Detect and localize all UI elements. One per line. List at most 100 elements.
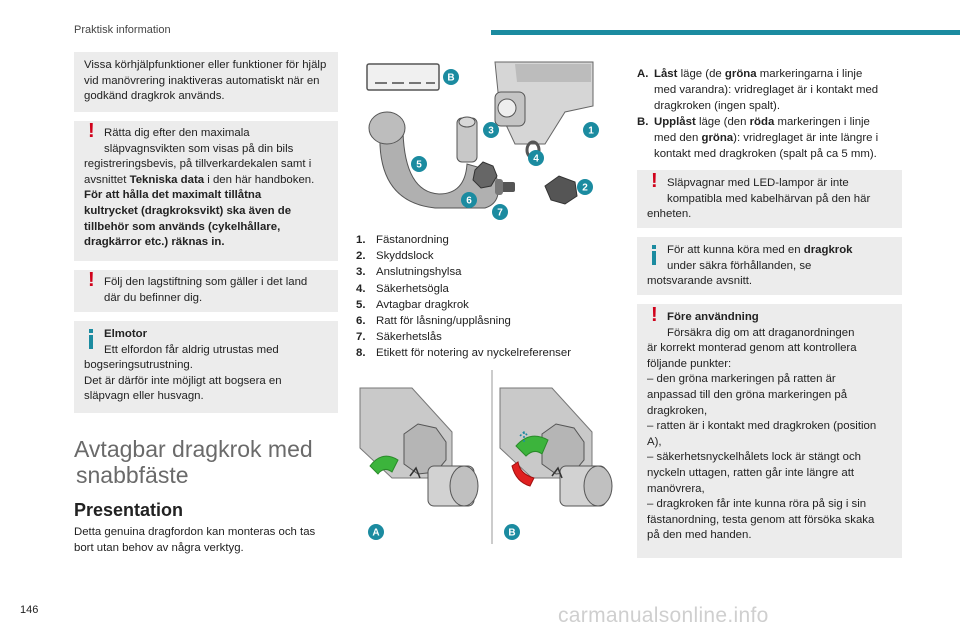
text-line: motsvarande avsnitt. bbox=[647, 275, 753, 288]
info-icon bbox=[652, 245, 656, 265]
svg-text:B: B bbox=[447, 73, 454, 84]
info-electric-motor: Elmotor Ett elfordon får aldrig utrustas… bbox=[74, 321, 338, 413]
note-driving-aids-text: Vissa körhjälpfunktioner eller funktione… bbox=[84, 59, 327, 103]
page-number: 146 bbox=[20, 604, 39, 616]
position-letter: B. bbox=[637, 116, 649, 128]
position-a: A. Låst läge (de gröna markeringarna i l… bbox=[637, 66, 902, 114]
towbar-exploded-diagram: 1 2 3 4 5 6 7 B bbox=[366, 61, 599, 220]
label-a: A bbox=[372, 528, 379, 539]
list-item: 5.Avtagbar dragkrok bbox=[356, 297, 606, 313]
item-label: Säkerhetsögla bbox=[376, 282, 449, 295]
watermark: carmanualsonline.info bbox=[558, 604, 769, 627]
text-line: kompatibla med kabelhärvan på den här bbox=[667, 192, 871, 205]
text-bold: För att hålla det maximalt tillåtna bbox=[84, 189, 262, 202]
warning-before-use: ! Före användning Försäkra dig om att dr… bbox=[637, 304, 902, 558]
text-line: Det är därför inte möjligt att bogsera e… bbox=[84, 374, 282, 387]
text-bold: Tekniska data bbox=[129, 173, 205, 186]
text-line: avsnittet Tekniska data i den här handbo… bbox=[84, 173, 328, 189]
item-number: 4. bbox=[356, 282, 366, 295]
subtitle-presentation: Presentation bbox=[74, 500, 184, 520]
text-bold: tillbehör som används (cykelhållare, bbox=[84, 220, 281, 233]
text-line: släpvagn eller husvagn. bbox=[84, 390, 204, 403]
text-span: ): vridreglaget är inte längre i bbox=[733, 132, 879, 144]
text-line: Rätta dig efter den maximala bbox=[104, 127, 250, 139]
text-line: där du befinner dig. bbox=[104, 291, 203, 304]
item-label: Säkerhetslås bbox=[376, 331, 442, 344]
list-item: 7. Säkerhetslås bbox=[356, 329, 606, 345]
text-bold: dragkärror etc.) räknas in. bbox=[84, 236, 225, 249]
tow-ball bbox=[368, 111, 406, 145]
position-letter: A. bbox=[637, 68, 649, 80]
warning-max-weight: ! Rätta dig efter den maximala släpvagns… bbox=[74, 121, 338, 261]
text-line: är korrekt monterad genom att kontroller… bbox=[647, 342, 857, 355]
text-line: på den med handen. bbox=[647, 529, 752, 542]
text-span: med den bbox=[654, 132, 702, 144]
callout-6: 6 bbox=[461, 192, 477, 208]
text-line: bogseringsutrustning. bbox=[84, 359, 193, 372]
text-bold: dragkrok bbox=[803, 244, 853, 256]
text-line: nyckeln uttagen, ratten går inte längre … bbox=[647, 466, 855, 479]
warning-icon: ! bbox=[88, 269, 95, 291]
text-bold: gröna bbox=[724, 68, 757, 80]
svg-text:2: 2 bbox=[582, 183, 588, 194]
callout-4: 4 bbox=[528, 150, 544, 166]
callout-B: B bbox=[443, 69, 459, 85]
green-marking bbox=[369, 455, 399, 475]
text-line: dragkroken (ingen spalt). bbox=[654, 100, 780, 112]
text-line: enheten. bbox=[647, 208, 692, 221]
svg-text:3: 3 bbox=[488, 126, 494, 137]
section-title-line: Avtagbar dragkrok med bbox=[74, 436, 313, 462]
text-span: i den här handboken. bbox=[204, 173, 315, 186]
info-safe-driving: För att kunna köra med en dragkrok under… bbox=[637, 237, 902, 295]
component-list: 1.Fästanordning 2.Skyddslock 3.Anslutnin… bbox=[356, 232, 606, 362]
callout-2: 2 bbox=[577, 179, 593, 195]
label-b: B bbox=[508, 528, 515, 539]
callout-7: 7 bbox=[492, 204, 508, 220]
header-title: Praktisk information bbox=[74, 24, 171, 36]
item-number: 8. bbox=[356, 347, 366, 360]
item-label: Fästanordning bbox=[376, 234, 449, 246]
text-line: följande punkter: bbox=[647, 357, 732, 370]
item-number: 7. bbox=[356, 331, 366, 344]
text-line: fästanordning, testa genom att försöka s… bbox=[647, 513, 875, 526]
text-line: Följ den lagstiftning som gäller i det l… bbox=[104, 276, 308, 288]
text-span: läge (den bbox=[695, 116, 750, 128]
item-number: 6. bbox=[356, 315, 366, 328]
item-number: 5. bbox=[356, 298, 366, 311]
text-line: A), bbox=[647, 435, 662, 448]
item-label: Anslutningshylsa bbox=[376, 266, 462, 279]
text-line: kontakt med dragkroken (spalt på ca 5 mm… bbox=[654, 148, 877, 160]
svg-text:6: 6 bbox=[466, 196, 472, 207]
key-label-plate bbox=[366, 63, 440, 91]
text-span: avsnittet bbox=[84, 173, 130, 186]
text-line: registreringsbevis, på tillverkardekalen… bbox=[84, 158, 312, 171]
svg-text:1: 1 bbox=[588, 126, 594, 137]
text-bold: kultrycket (dragkroksvikt) ska även de bbox=[84, 204, 292, 217]
text-line: anpassad till den gröna markeringen på bbox=[647, 388, 848, 401]
note-title: Elmotor bbox=[104, 328, 148, 340]
text-span: markeringarna i linje bbox=[756, 68, 863, 80]
text-span: läge (de bbox=[677, 68, 725, 80]
illustration-unlocked-b: B bbox=[499, 387, 613, 540]
note-title: Före användning bbox=[667, 311, 759, 323]
svg-text:4: 4 bbox=[533, 154, 539, 165]
list-item: 3.Anslutningshylsa bbox=[356, 264, 606, 280]
text-span: markeringen i linje bbox=[774, 116, 870, 128]
section-title: Avtagbar dragkrok med snabbfäste bbox=[74, 436, 344, 488]
item-number: 1. bbox=[356, 234, 366, 246]
text-line: Ett elfordon får aldrig utrustas med bbox=[104, 343, 279, 356]
list-item: 4. Säkerhetsögla bbox=[356, 281, 606, 297]
item-number: 2. bbox=[356, 250, 366, 263]
text-line: bort utan behov av några verktyg. bbox=[74, 542, 244, 554]
text-line: Släpvagnar med LED-lampor är inte bbox=[667, 177, 849, 189]
protective-cap bbox=[544, 175, 578, 205]
text-line: med varandra): vridreglaget är i kontakt… bbox=[654, 84, 879, 96]
warning-icon: ! bbox=[88, 120, 95, 142]
text-line: dragkroken, bbox=[647, 404, 708, 417]
text-line: – den gröna markeringen på ratten är bbox=[647, 373, 836, 386]
text-line: släpvagnsvikten som visas på din bils bbox=[104, 142, 294, 155]
presentation-text: Detta genuina dragfordon kan monteras oc… bbox=[74, 524, 344, 556]
warning-icon: ! bbox=[651, 304, 658, 326]
illustration-locked-a: A bbox=[359, 387, 479, 540]
text-line: – dragkroken får inte kunna röra på sig … bbox=[647, 498, 867, 511]
